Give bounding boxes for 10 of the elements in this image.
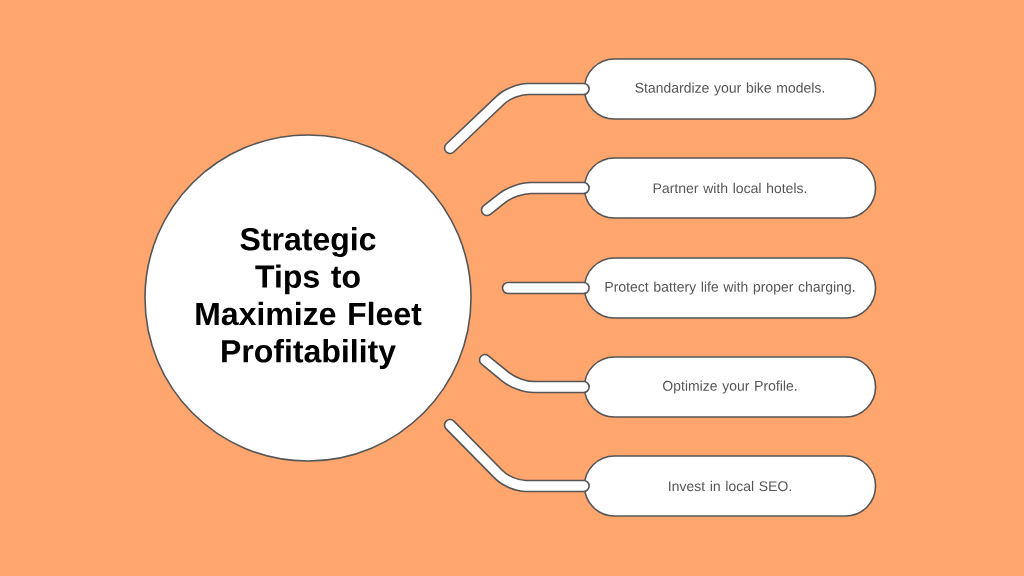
tip-pill: Partner with local hotels. xyxy=(583,157,877,219)
tip-pill: Standardize your bike models. xyxy=(583,58,877,120)
connector xyxy=(501,281,590,295)
connector xyxy=(478,353,590,394)
tip-pill: Optimize your Profile. xyxy=(583,356,877,418)
connector xyxy=(443,418,590,493)
tip-pill: Invest in local SEO. xyxy=(583,455,877,517)
connector xyxy=(443,82,590,155)
tip-pill: Protect battery life with proper charging. xyxy=(583,257,877,319)
connector xyxy=(480,181,590,217)
